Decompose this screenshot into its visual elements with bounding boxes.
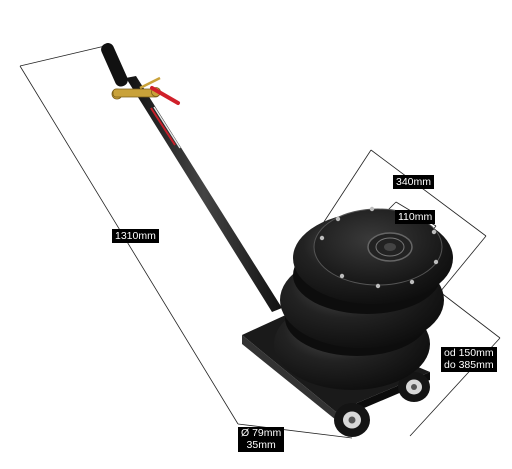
dim-line-width-c [439, 235, 487, 293]
dim-line-height-a [439, 291, 501, 339]
valve-lever-upper [139, 76, 161, 90]
bolt [369, 206, 375, 212]
lifting-pad-ring [375, 237, 405, 257]
air-valve [111, 76, 180, 105]
dimension-label-width: 340mm [393, 175, 435, 189]
dimension-label-height-range: od 150mm do 385mm [441, 347, 497, 372]
bolt [433, 259, 439, 265]
dimension-label-top-plate: 110mm [395, 210, 436, 224]
rear-wheel-axle [411, 384, 417, 390]
handle-grip [101, 43, 128, 87]
front-wheel-axle [348, 416, 356, 424]
handle-stripe-red [150, 107, 176, 146]
dim-line-length [19, 65, 239, 425]
dim-line-width-a [319, 149, 372, 229]
valve-lever [150, 86, 180, 105]
handle-shaft [126, 76, 282, 312]
bolt [319, 235, 325, 241]
dim-line-wheel [237, 423, 353, 439]
front-wheel [334, 403, 370, 437]
rear-wheel [398, 372, 430, 402]
bolt [409, 279, 415, 285]
dim-line-length-top [19, 45, 106, 67]
lifting-pad-center [384, 243, 396, 251]
air-bellows [274, 206, 453, 390]
dimension-label-wheel: Ø 79mm 35mm [238, 427, 285, 452]
dim-line-width-b [370, 149, 487, 237]
bolt [339, 273, 345, 279]
handle-stripe-white [153, 106, 181, 149]
dimension-label-length: 1310mm [112, 229, 159, 243]
jack-handle [101, 43, 282, 312]
bolt [335, 216, 341, 222]
bolt [375, 283, 381, 289]
bolt [431, 229, 437, 235]
base-plate-edge [242, 335, 336, 420]
